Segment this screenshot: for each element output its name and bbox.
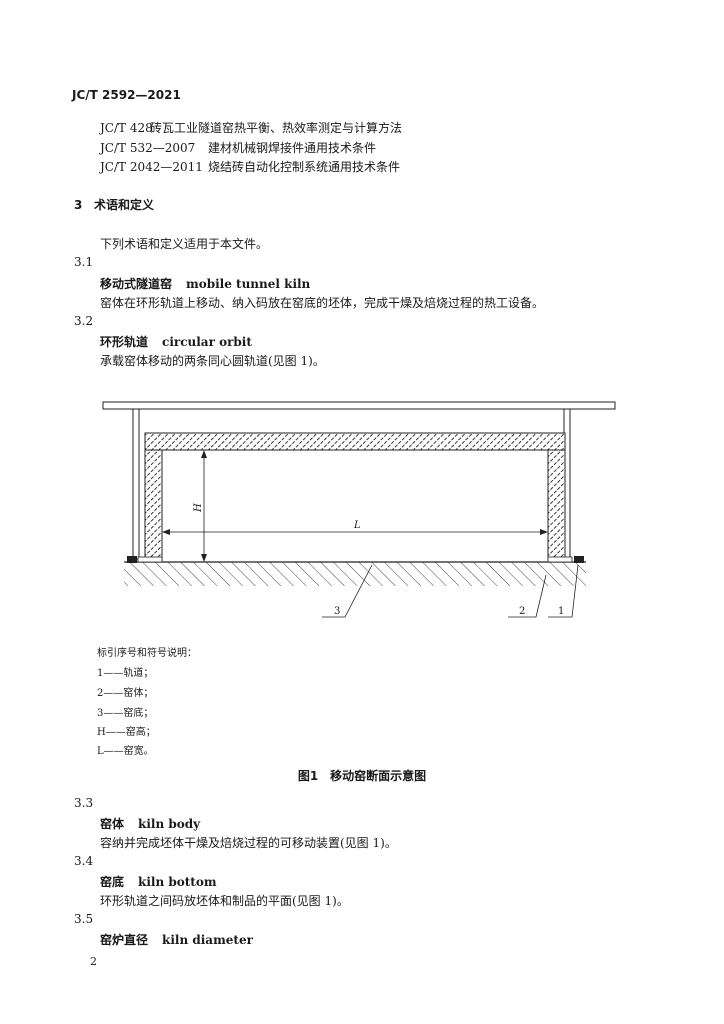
reference-item: JC/T 428砖瓦工业隧道窑热平衡、热效率测定与计算方法: [100, 119, 402, 136]
term-en: kiln body: [138, 817, 201, 831]
term-zh: 窑体: [100, 817, 125, 831]
callout-3: 3: [334, 606, 340, 617]
height-label: H: [193, 503, 204, 513]
term-number: 3.5: [74, 912, 94, 926]
term-en: mobile tunnel kiln: [186, 277, 311, 291]
reference-item: JC/T 532—2007 建材机械钢焊接件通用技术条件: [100, 139, 376, 156]
rail-left: [127, 556, 137, 563]
term-heading: 窑炉直径 kiln diameter: [100, 931, 253, 948]
kiln-cross-section-diagram: H L 3 2 1: [102, 401, 616, 618]
term-number: 3.4: [74, 854, 94, 868]
callout-1: 1: [558, 606, 564, 617]
wheel-base-right: [547, 556, 573, 563]
section-title: 术语和定义: [94, 198, 155, 212]
wheel-base-left: [137, 556, 163, 563]
term-number: 3.2: [74, 314, 94, 328]
legend-title: 标引序号和符号说明：: [97, 648, 197, 659]
term-definition: 容纳并完成坯体干燥及焙烧过程的可移动装置(见图 1)。: [100, 836, 397, 850]
reference-code: JC/T 532—2007: [100, 141, 196, 155]
term-heading: 窑底 kiln bottom: [100, 873, 217, 890]
reference-item: JC/T 2042—2011 烧结砖自动化控制系统通用技术条件: [100, 158, 400, 175]
term-zh: 移动式隧道窑: [100, 277, 173, 291]
term-definition: 窑体在环形轨道上移动、纳入码放在窑底的坯体，完成干燥及焙烧过程的热工设备。: [100, 296, 545, 310]
legend-item: L——窑宽。: [97, 746, 154, 757]
reference-code: JC/T 428: [100, 121, 153, 135]
kiln-left-wall: [144, 449, 163, 562]
term-zh: 窑底: [100, 875, 125, 889]
width-label: L: [353, 520, 361, 531]
reference-title: 砖瓦工业隧道窑热平衡、热效率测定与计算方法: [150, 121, 403, 135]
leader-kiln-body: [508, 574, 547, 618]
legend-item: 1——轨道；: [97, 668, 154, 679]
term-zh: 环形轨道: [100, 335, 149, 349]
reference-title: 建材机械钢焊接件通用技术条件: [208, 141, 377, 155]
rail-right: [574, 556, 584, 563]
term-number: 3.3: [74, 796, 94, 810]
legend-item: 3——窑底；: [97, 708, 154, 719]
section-heading: 3 术语和定义: [74, 196, 154, 213]
leader-kiln-bottom: [322, 564, 373, 618]
section-intro: 下列术语和定义适用于本文件。: [100, 237, 269, 251]
callout-2: 2: [519, 606, 525, 617]
term-en: circular orbit: [162, 335, 252, 349]
term-heading: 窑体 kiln body: [100, 815, 200, 832]
legend-item: 2——窑体；: [97, 688, 154, 699]
top-beam: [102, 401, 616, 410]
reference-code: JC/T 2042—2011: [100, 160, 203, 174]
reference-title: 烧结砖自动化控制系统通用技术条件: [208, 160, 401, 174]
section-number: 3: [74, 198, 83, 212]
figure-caption: 图1 移动窑断面示意图: [297, 769, 427, 783]
term-en: kiln bottom: [138, 875, 217, 889]
term-number: 3.1: [74, 255, 94, 269]
page-number: 2: [90, 955, 97, 968]
term-heading: 移动式隧道窑 mobile tunnel kiln: [100, 275, 310, 292]
term-heading: 环形轨道 circular orbit: [100, 333, 252, 350]
term-definition: 承载窑体移动的两条同心圆轨道(见图 1)。: [100, 354, 325, 368]
standard-number: JC/T 2592—2021: [72, 88, 181, 102]
term-definition: 环形轨道之间码放坯体和制品的平面(见图 1)。: [100, 894, 349, 908]
term-zh: 窑炉直径: [100, 933, 149, 947]
term-en: kiln diameter: [162, 933, 253, 947]
leader-rail: [548, 564, 579, 618]
left-column: [132, 408, 140, 560]
kiln-right-wall: [547, 449, 566, 562]
kiln-roof: [144, 432, 566, 451]
kiln-bottom: [124, 562, 586, 586]
legend-item: H——窑高；: [97, 727, 156, 738]
